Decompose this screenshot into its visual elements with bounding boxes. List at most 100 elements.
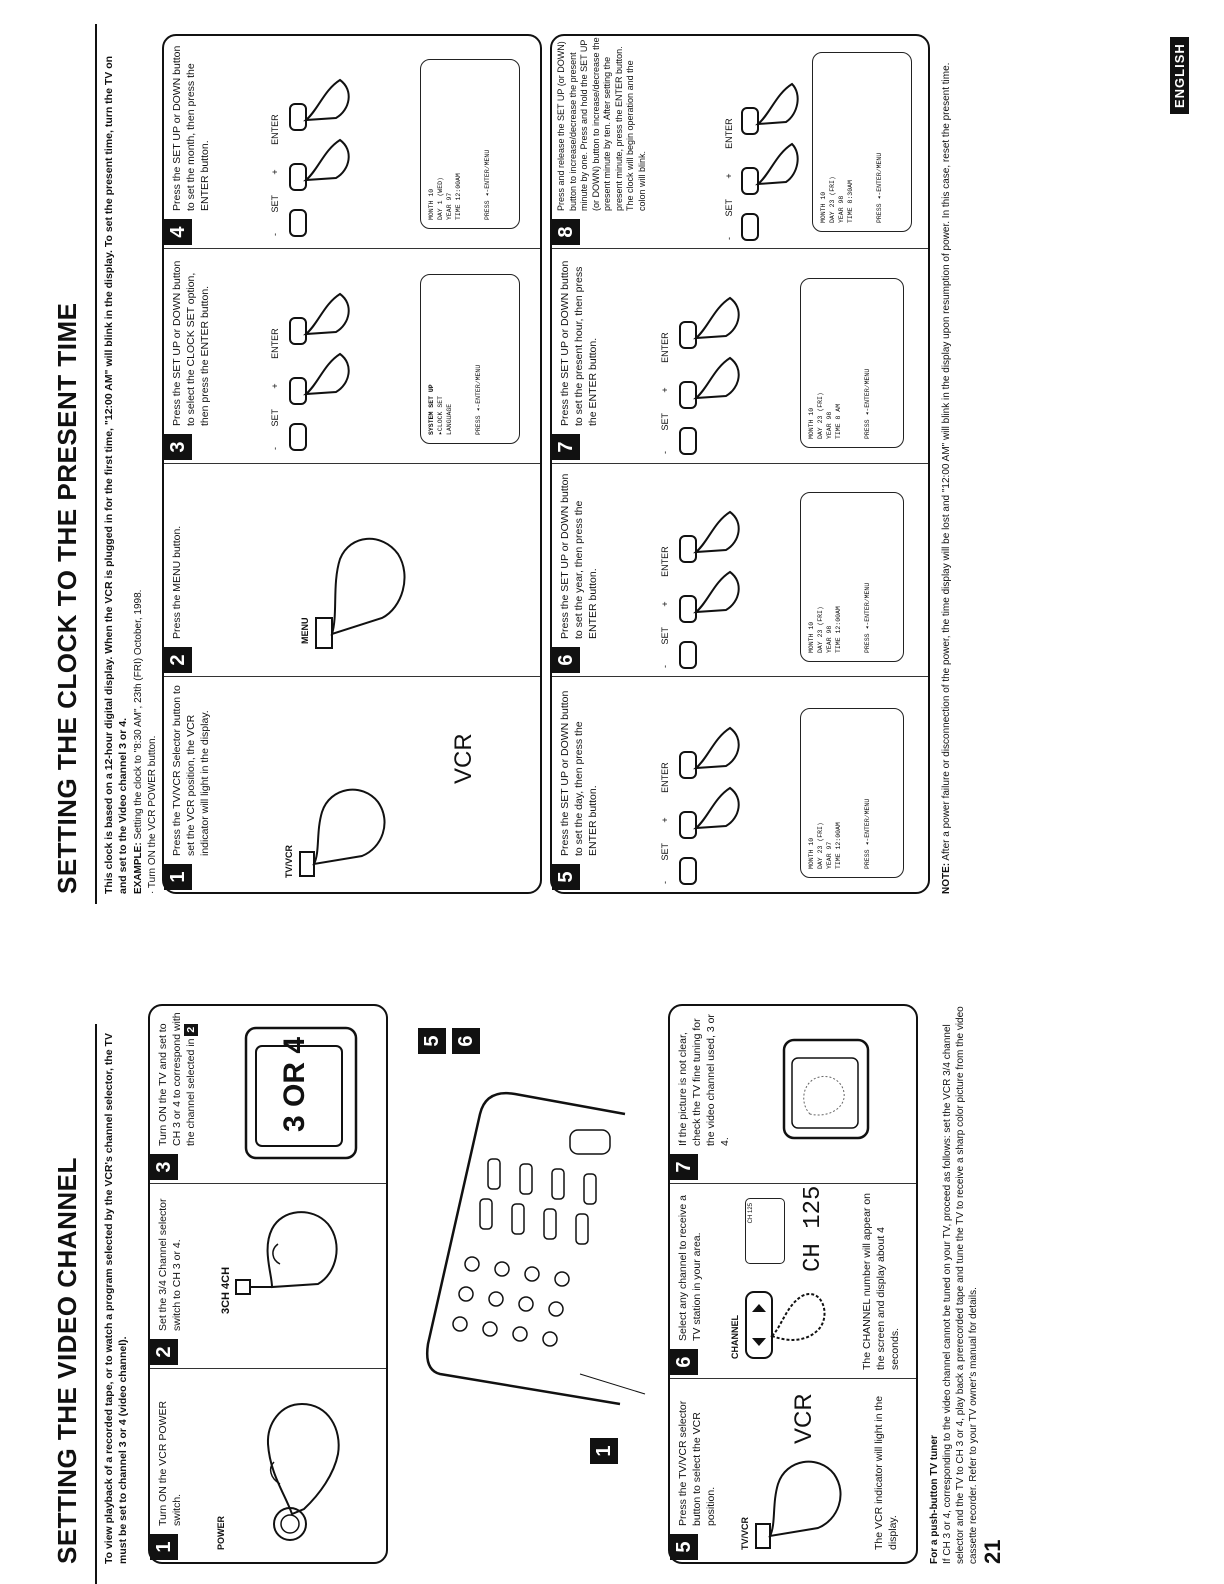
hand-pressing-tvvcr-icon: [755, 1460, 842, 1549]
screen-line: PRESS ◂-ENTER/MENU: [864, 798, 871, 869]
screen-line: PRESS ◂-ENTER/MENU: [864, 582, 871, 653]
divider: [150, 1183, 386, 1184]
callout-5: 5: [418, 1028, 446, 1054]
divider: [670, 1183, 916, 1184]
step-badge-3: 3: [150, 1154, 178, 1180]
step-3-text: Turn ON the TV and set to CH 3 or 4 to c…: [156, 1008, 198, 1146]
screen-line: DAY 23 (FRI): [829, 176, 836, 223]
minus-label: -: [660, 451, 670, 454]
clock-tvvcr-label: TV/VCR: [284, 844, 294, 878]
clock-step-5-text: Press the SET UP or DOWN button to set t…: [559, 690, 599, 856]
plus-label: +: [660, 817, 670, 823]
screen-line: LANGUAGE: [446, 403, 453, 435]
set-buttons-label-4: - SET + ENTER: [270, 114, 280, 236]
example-label: EXAMPLE:: [133, 842, 144, 894]
hand-set-buttons-icon: [679, 726, 740, 885]
minus-label: -: [660, 881, 670, 884]
step-badge-7: 7: [670, 1154, 698, 1180]
set-label: SET: [724, 199, 734, 217]
menu-label: MENU: [300, 617, 310, 645]
divider: [552, 676, 928, 677]
step-3-ref-badge: 2: [184, 1023, 198, 1036]
screen-line: TIME 12:00AM: [835, 822, 842, 869]
enter-label: ENTER: [660, 332, 670, 363]
clock-step-3-screen: SYSTEM SET UP ▸CLOCK SET LANGUAGE PRESS …: [420, 274, 520, 444]
enter-label: ENTER: [270, 328, 280, 359]
set-label: SET: [270, 195, 280, 213]
clock-step-badge-4: 4: [164, 219, 192, 245]
divider: [552, 248, 928, 249]
set-label: SET: [660, 627, 670, 645]
clock-step-7-text: Press the SET UP or DOWN button to set t…: [559, 260, 599, 426]
enter-label: ENTER: [660, 762, 670, 793]
clock-step-8-screen: MONTH 10 DAY 23 (FRI) YEAR 98 TIME 8:30A…: [812, 52, 912, 232]
divider: [150, 1368, 386, 1369]
divider: [552, 463, 928, 464]
clock-title: SETTING THE CLOCK TO THE PRESENT TIME: [52, 302, 82, 895]
screen-line: SYSTEM SET UP: [428, 384, 435, 435]
push-button-text: If CH 3 or 4, corresponding to the video…: [942, 1006, 979, 1564]
plus-label: +: [660, 601, 670, 607]
minus-label: -: [724, 237, 734, 240]
divider: [164, 676, 540, 677]
channel-number-display: CH 125: [800, 1185, 827, 1272]
tv-snowy-picture-icon: [782, 1038, 870, 1140]
step-1-text: Turn ON the VCR POWER switch.: [157, 1400, 183, 1526]
clock-step-4-text: Press the SET UP or DOWN button to set t…: [171, 45, 211, 211]
screen-line: PRESS ◂-ENTER/MENU: [484, 149, 491, 220]
step-5-footer: The VCR indicator will light in the disp…: [873, 1395, 899, 1550]
clock-step-6-screen: MONTH 10 DAY 23 (FRI) YEAR 98 TIME 12:00…: [800, 492, 904, 662]
screen-line: MONTH 10: [820, 191, 827, 223]
title-rule: [95, 1024, 97, 1584]
clock-step-4-screen: MONTH 10 DAY 1 (WED) YEAR 97 TIME 12:00A…: [420, 59, 520, 229]
clock-step-1-text: Press the TV/VCR Selector button to set …: [171, 685, 211, 856]
set-buttons-label-6: - SET + ENTER: [660, 546, 670, 668]
hand-set-buttons-icon: [679, 296, 740, 455]
vcr-indicator-display: VCR: [790, 1393, 817, 1444]
plus-label: +: [724, 173, 734, 179]
clock-note: NOTE: After a power failure or disconnec…: [940, 34, 953, 894]
step-badge-2: 2: [150, 1339, 178, 1365]
screen-line: TIME 12:00AM: [455, 173, 462, 220]
clock-step-8-text: Press and release the SET UP (or DOWN) b…: [556, 37, 647, 211]
video-channel-intro: To view playback of a recorded tape, or …: [103, 1033, 129, 1564]
divider: [670, 1378, 916, 1379]
screen-line: YEAR 98: [838, 195, 845, 223]
clock-step-3-text: Press the SET UP or DOWN button to selec…: [171, 260, 211, 426]
hand-pressing-tvvcr-icon: [299, 788, 386, 877]
minus-label: -: [270, 447, 280, 450]
clock-step-6-text: Press the SET UP or DOWN button to set t…: [559, 473, 599, 639]
hand-pressing-power-icon: [266, 1402, 340, 1541]
clock-step-7-screen: MONTH 10 DAY 23 (FRI) YEAR 98 TIME 8 AM …: [800, 278, 904, 448]
clock-step-5-screen: MONTH 10 DAY 23 (FRI) YEAR 97 TIME 12:00…: [800, 708, 904, 878]
screen-line: TIME 8:30AM: [847, 180, 854, 223]
tv-icon: [244, 1026, 358, 1160]
screen-line: MONTH 10: [808, 407, 815, 439]
clock-step-badge-7: 7: [552, 434, 580, 460]
clock-step-2-text: Press the MENU button.: [171, 525, 183, 639]
divider: [164, 463, 540, 464]
set-label: SET: [660, 843, 670, 861]
clock-vcr-display: VCR: [450, 733, 477, 784]
set-buttons-label-8: - SET + ENTER: [724, 118, 734, 240]
screen-line: PRESS ◂-ENTER/MENU: [876, 152, 883, 223]
step-6-footer: The CHANNEL number will appear on the sc…: [861, 1192, 901, 1370]
plus-label: +: [660, 387, 670, 393]
clock-step-badge-8: 8: [552, 219, 580, 245]
set-buttons-label-3: - SET + ENTER: [270, 328, 280, 450]
step-5-text: Press the TV/VCR selector button to sele…: [677, 1400, 717, 1526]
screen-line: DAY 23 (FRI): [817, 392, 824, 439]
plus-label: +: [270, 169, 280, 175]
screen-line: YEAR 97: [826, 841, 833, 869]
step-badge-6: 6: [670, 1349, 698, 1375]
step-badge-1: 1: [150, 1534, 178, 1560]
tv-mini-screen: CH 125: [745, 1198, 785, 1264]
screen-line: YEAR 97: [446, 192, 453, 220]
set-label: SET: [270, 409, 280, 427]
enter-label: ENTER: [724, 118, 734, 149]
enter-label: ENTER: [660, 546, 670, 577]
callout-1: 1: [590, 1438, 618, 1464]
clock-example-sub: · Turn ON the VCR POWER button.: [147, 735, 158, 894]
divider: [164, 248, 540, 249]
